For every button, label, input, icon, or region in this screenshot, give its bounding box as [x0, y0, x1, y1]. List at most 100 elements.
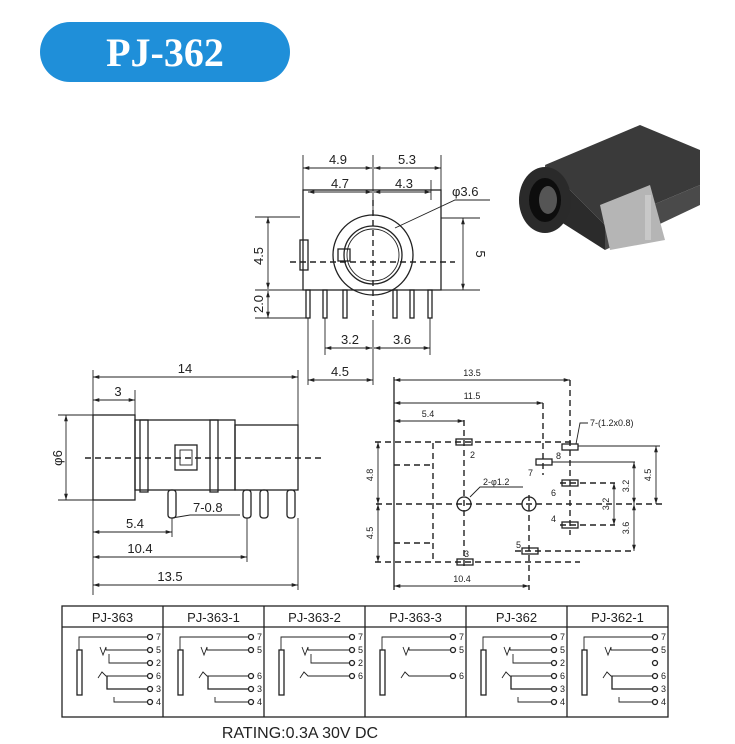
schematic-table: PJ-363 7 5 2 6 3 4 PJ-363-1 7 5 6 3 4 PJ-363-2 7 5 2 6 PJ-…: [61, 605, 669, 718]
front-view: 4.9 5.3 4.7 4.3 φ3.6 4.5 2.0 5 3.2 3.6 4…: [251, 152, 490, 385]
svg-text:φ3.6: φ3.6: [452, 184, 479, 199]
svg-text:10.4: 10.4: [127, 541, 152, 556]
model-label: PJ-363: [92, 610, 133, 625]
terminal-icon: [146, 633, 154, 641]
pin-number: 7: [156, 632, 161, 642]
pin-number: 5: [459, 645, 464, 655]
terminal-icon: [550, 672, 558, 680]
terminal-icon: [146, 698, 154, 706]
sleeve-contact: [278, 649, 285, 696]
svg-text:2.0: 2.0: [251, 295, 266, 313]
pcb-pads: [455, 438, 579, 566]
pin-number: 2: [560, 658, 565, 668]
pin-number: 5: [257, 645, 262, 655]
terminal-icon: [550, 659, 558, 667]
svg-text:2-φ1.2: 2-φ1.2: [483, 477, 509, 487]
product-title: PJ-362: [106, 30, 224, 75]
pin-number: 4: [257, 697, 262, 707]
svg-text:5.3: 5.3: [398, 152, 416, 167]
terminal-icon: [146, 659, 154, 667]
sleeve-contact: [76, 649, 83, 696]
terminal-icon: [651, 672, 659, 680]
pin-number: 7: [661, 632, 666, 642]
svg-text:3.2: 3.2: [601, 498, 611, 511]
svg-text:7-0.8: 7-0.8: [193, 500, 223, 515]
model-label: PJ-363-2: [288, 610, 341, 625]
front-pins: [305, 289, 433, 319]
svg-text:5.4: 5.4: [126, 516, 144, 531]
pin-number: 6: [661, 671, 666, 681]
svg-text:5: 5: [516, 540, 521, 550]
svg-text:4.9: 4.9: [329, 152, 347, 167]
rating-text: RATING:0.3A 30V DC: [222, 725, 378, 742]
product-photo: [519, 125, 700, 250]
svg-text:2: 2: [470, 450, 475, 460]
title-badge: PJ-362: [40, 22, 290, 82]
side-view: 14 3 φ6 7-0.8 5.4 10.4 13.5: [50, 361, 325, 595]
terminal-icon: [651, 698, 659, 706]
terminal-icon: [651, 646, 659, 654]
terminal-icon: [449, 646, 457, 654]
pin-number: 7: [459, 632, 464, 642]
pin-number: 3: [560, 684, 565, 694]
svg-text:4.5: 4.5: [331, 364, 349, 379]
pin-number: 4: [661, 697, 666, 707]
pin-number: 5: [156, 645, 161, 655]
svg-text:3.2: 3.2: [621, 480, 631, 493]
pin-number: 5: [661, 645, 666, 655]
svg-text:13.5: 13.5: [463, 368, 481, 378]
terminal-icon: [348, 646, 356, 654]
pin-number: 5: [560, 645, 565, 655]
svg-text:10.4: 10.4: [453, 574, 471, 584]
terminal-icon: [348, 633, 356, 641]
svg-text:4.7: 4.7: [331, 176, 349, 191]
svg-text:4.5: 4.5: [251, 247, 266, 265]
svg-text:φ6: φ6: [50, 450, 65, 466]
svg-text:3.6: 3.6: [621, 522, 631, 535]
svg-text:13.5: 13.5: [157, 569, 182, 584]
model-label: PJ-363-1: [187, 610, 240, 625]
pin-number: 6: [156, 671, 161, 681]
svg-text:3.6: 3.6: [393, 332, 411, 347]
pin-number: 3: [257, 684, 262, 694]
pin-number: 2: [358, 658, 363, 668]
pin-number: 7: [257, 632, 262, 642]
svg-text:11.5: 11.5: [464, 391, 481, 401]
sleeve-contact: [379, 649, 386, 696]
pin-number: 6: [358, 671, 363, 681]
svg-text:3: 3: [464, 549, 469, 559]
svg-text:6: 6: [551, 488, 556, 498]
svg-text:5.4: 5.4: [422, 409, 435, 419]
terminal-icon: [550, 633, 558, 641]
pcb-layout: 2 8 7 6 4 5 3 13.5 11.5 5.4 7-(1.2x0.8) …: [365, 368, 665, 590]
pin-number: 7: [560, 632, 565, 642]
pin-number: 7: [358, 632, 363, 642]
terminal-icon: [247, 685, 255, 693]
pin-number: 6: [459, 671, 464, 681]
terminal-icon: [550, 698, 558, 706]
terminal-icon: [348, 659, 356, 667]
model-label: PJ-363-3: [389, 610, 442, 625]
terminal-icon: [146, 685, 154, 693]
svg-text:14: 14: [178, 361, 192, 376]
svg-text:4.8: 4.8: [365, 469, 375, 482]
pin-number: 4: [560, 697, 565, 707]
svg-text:4.5: 4.5: [643, 469, 653, 482]
terminal-icon: [449, 672, 457, 680]
pin-number: 6: [257, 671, 262, 681]
terminal-icon: [247, 698, 255, 706]
terminal-icon: [247, 646, 255, 654]
svg-text:4: 4: [551, 514, 556, 524]
svg-text:7-(1.2x0.8): 7-(1.2x0.8): [590, 418, 634, 428]
terminal-icon: [449, 633, 457, 641]
model-label: PJ-362: [496, 610, 537, 625]
pin-number: 3: [156, 684, 161, 694]
sleeve-contact: [480, 649, 487, 696]
terminal-icon: [550, 646, 558, 654]
svg-text:4.5: 4.5: [365, 527, 375, 540]
svg-text:8: 8: [556, 451, 561, 461]
side-pins: [167, 489, 296, 519]
terminal-icon: [247, 672, 255, 680]
terminal-icon: [247, 633, 255, 641]
svg-text:3: 3: [114, 384, 121, 399]
